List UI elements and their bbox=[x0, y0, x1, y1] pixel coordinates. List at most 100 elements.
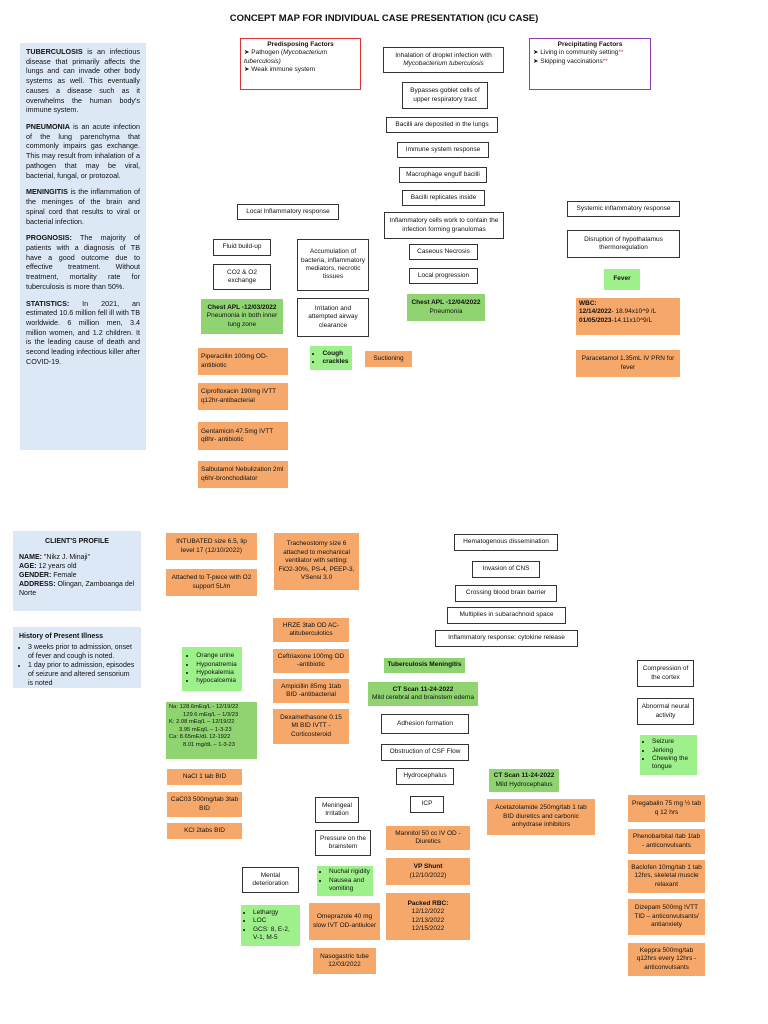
client-profile-title: CLIENT'S PROFILE bbox=[45, 538, 109, 545]
macrophage-box: Macrophage engulf bacilli bbox=[399, 167, 487, 183]
bullet-item: Jerking bbox=[652, 747, 694, 755]
wbc-box: WBC: 12/14/2022- 18.94x10^9 /L 01/05/202… bbox=[576, 298, 680, 335]
adhesion-box: Adhesion formation bbox=[381, 714, 469, 734]
mental-deterioration-box: Mental deterioration bbox=[242, 867, 299, 893]
definition-paragraph: MENINGITIS is the inflammation of the me… bbox=[26, 187, 140, 226]
precipitating-item: ➤ Skipping vaccinations** bbox=[533, 57, 608, 65]
predisposing-title: Predisposing Factors bbox=[267, 41, 334, 48]
obstruction-box: Obstruction of CSF Flow bbox=[381, 744, 469, 761]
predisposing-item: ➤ Pathogen (Mycobacterium tuberculosis) bbox=[244, 49, 328, 65]
local-inflammatory-box: Local Inflammatory response bbox=[237, 204, 339, 220]
bullet-item: Seizure bbox=[652, 738, 694, 746]
systemic-inflammatory-box: Systemic inflammatory response bbox=[567, 201, 680, 217]
electrolyte-med-box: CaC03 500mg/tab 3tab BID bbox=[167, 792, 242, 817]
intubated-box: INTUBATED size 6.5, lip level 17 (12/10/… bbox=[166, 533, 257, 560]
acetazolamide-box: Acetazolamide 250mg/tab 1 tab BID diuret… bbox=[487, 799, 595, 835]
bullet-item: hypocalcemia bbox=[196, 677, 236, 685]
client-gender: GENDER: Female bbox=[19, 572, 77, 580]
client-profile-panel: CLIENT'S PROFILE NAME: "Nikz J. Minaji" … bbox=[13, 531, 141, 611]
precipitating-factors-box: Precipitating Factors ➤ Living in commun… bbox=[529, 38, 651, 90]
vp-shunt-box: VP Shunt(12/10/2022) bbox=[386, 858, 470, 885]
invasion-cns-box: Invasion of CNS bbox=[472, 561, 540, 578]
definition-paragraph: TUBERCULOSIS is an infectious disease th… bbox=[26, 47, 140, 115]
hypothalamus-box: Disruption of hypothalamus thermoregulat… bbox=[567, 230, 680, 258]
anticonvulsant-med-box: Phenobarbital /tab 1tab - anticonvulsant… bbox=[628, 829, 705, 854]
replicates-box: Bacilli replicates inside bbox=[402, 190, 485, 206]
precipitating-item: ➤ Living in community setting** bbox=[533, 49, 624, 57]
tb-med-box: Ampicillin 85mg 1tab BID -antibacterial bbox=[273, 679, 349, 703]
electrolytes-box: Na: 128.6mEq/L - 12/19/22 129.6 mEq/L – … bbox=[166, 702, 257, 759]
definition-paragraph: PROGNOSIS: The majority of patients with… bbox=[26, 233, 140, 291]
bullet-item: Chewing the tongue bbox=[652, 755, 694, 772]
client-name: NAME: "Nikz J. Minaji" bbox=[19, 554, 91, 562]
client-age: AGE: 12 years old bbox=[19, 563, 77, 571]
anticonvulsant-med-box: Baclofen 10mg/tab 1 tab 12hrs, skeletal … bbox=[628, 860, 705, 893]
ngt-box: Nasogastric tube 12/03/2022 bbox=[313, 948, 376, 974]
co2-exchange-box: CO2 & O2 exchange bbox=[213, 264, 271, 290]
bullet-item: Hyponatremia bbox=[196, 661, 236, 669]
tb-med-box: Dexamethasone 0.15 Ml BID IVTT - Cortico… bbox=[273, 709, 349, 744]
omeprazole-box: Omeprazole 40 mg slow IVT OD-antiulcer bbox=[309, 903, 380, 940]
accumulation-box: Accumulation of bacteria, inflammatory m… bbox=[297, 239, 369, 291]
predisposing-item: ➤ Weak immune system bbox=[244, 66, 316, 74]
tb-med-box: HRZE 3tab OD AC-atituberculotics bbox=[273, 618, 349, 642]
precipitating-title: Precipitating Factors bbox=[557, 41, 623, 48]
goblet-box: Bypasses goblet cells of upper respirato… bbox=[402, 82, 488, 109]
piperacillin-box: Piperacillin 100mg OD-antibiotic bbox=[198, 348, 288, 375]
irritation-box: Irritation and attempted airway clearanc… bbox=[297, 298, 369, 337]
multiplies-box: Multiplies in subarachnoid space bbox=[447, 607, 566, 624]
salbutamol-box: Salbutamol Nebulization 2ml q6hr-broncho… bbox=[198, 461, 288, 488]
compression-cortex-box: Compression of the cortex bbox=[637, 660, 694, 687]
pressure-brainstem-box: Pressure on the brainstem bbox=[315, 830, 371, 856]
client-address: ADDRESS: Olingan, Zamboanga del Norte bbox=[19, 581, 135, 598]
definition-paragraph: STATISTICS: In 2021, an estimated 10.6 m… bbox=[26, 298, 140, 366]
caseous-box: Caseous Necrosis bbox=[409, 244, 478, 260]
electrolyte-med-box: NaCl 1 tab BID bbox=[167, 769, 242, 785]
inflammatory-cytokine-box: Inflammatory response: cytokine release bbox=[435, 630, 578, 647]
predisposing-factors-box: Predisposing Factors ➤ Pathogen (Mycobac… bbox=[240, 38, 361, 90]
cough-crackles-box: Coughcrackles bbox=[310, 346, 352, 370]
mental-signs-box: LethargyLOCGCS: 8, E-2, V-1, M-5 bbox=[241, 905, 300, 946]
abnormal-neural-box: Abnormal neural activity bbox=[637, 698, 694, 725]
immune-response-box: Immune system response bbox=[397, 142, 489, 158]
bullet-item: Hypokalemia bbox=[196, 669, 236, 677]
hematogenous-box: Hematogenous dissemination bbox=[454, 534, 558, 551]
page-title: CONCEPT MAP FOR INDIVIDUAL CASE PRESENTA… bbox=[229, 13, 539, 24]
definitions-panel: TUBERCULOSIS is an infectious disease th… bbox=[20, 43, 146, 450]
anticonvulsant-med-box: Pregabalin 75 mg ½ tab q 12 hrs bbox=[628, 795, 705, 822]
electrolyte-med-box: KCl 2tabs BID bbox=[167, 823, 242, 839]
meningeal-irritation-box: Meningeal Irritation bbox=[315, 797, 359, 823]
anticonvulsant-med-box: Keppra 500mg/tab q12hrs every 12hrs - an… bbox=[628, 943, 705, 976]
tb-med-box: Ceftriaxone 100mg OD -antibiotic bbox=[273, 649, 349, 673]
granulomas-box: Inflammatory cells work to contain the i… bbox=[384, 212, 504, 239]
seizure-signs-box: SeizureJerkingChewing the tongue bbox=[640, 735, 697, 775]
lab-signs-box: Orange urineHyponatremiaHypokalemiahypoc… bbox=[182, 647, 242, 691]
meningeal-signs-box: Nuchal rigidityNausea and vomiting bbox=[317, 866, 373, 896]
fluid-buildup-box: Fluid build-up bbox=[213, 239, 271, 256]
history-panel: History of Present Illness 3 weeks prior… bbox=[13, 627, 141, 688]
bacilli-deposited-box: Bacilli are deposited in the lungs bbox=[386, 117, 498, 133]
definition-paragraph: PNEUMONIA is an acute infection of the l… bbox=[26, 122, 140, 180]
history-title: History of Present Illness bbox=[19, 633, 104, 640]
icp-box: ICP bbox=[410, 796, 444, 813]
mannitol-box: Mannitol 50 cc IV OD - Diuretics bbox=[386, 826, 470, 850]
gentamicin-box: Gentamicin 47.5mg IVTT q8hr- antibiotic bbox=[198, 422, 288, 450]
fever-box: Fever bbox=[604, 269, 640, 290]
anticonvulsant-med-box: Dizepam 500mg IVTT TID – anticonvulsants… bbox=[628, 899, 705, 935]
ciprofloxacin-box: Ciprofloxacin 190mg IVTT q12hr-antibacte… bbox=[198, 383, 288, 410]
hydrocephalus-box: Hydrocephalus bbox=[396, 768, 454, 785]
paracetamol-box: Paracetamol 1.35mL IV PRN for fever bbox=[576, 350, 680, 377]
tb-meningitis-box: Tuberculosis Meningitis bbox=[384, 658, 465, 673]
bullet-item: Orange urine bbox=[196, 652, 236, 660]
suctioning-box: Suctioning bbox=[365, 351, 412, 367]
bbb-box: Crossing blood brain barrier bbox=[455, 585, 557, 602]
tracheostomy-box: Tracheostomy size 6 attached to mechanic… bbox=[274, 533, 359, 590]
tpiece-box: Attached to T-piece with O2 support 5L/m bbox=[166, 569, 257, 596]
local-progression-box: Local progression bbox=[409, 268, 478, 284]
